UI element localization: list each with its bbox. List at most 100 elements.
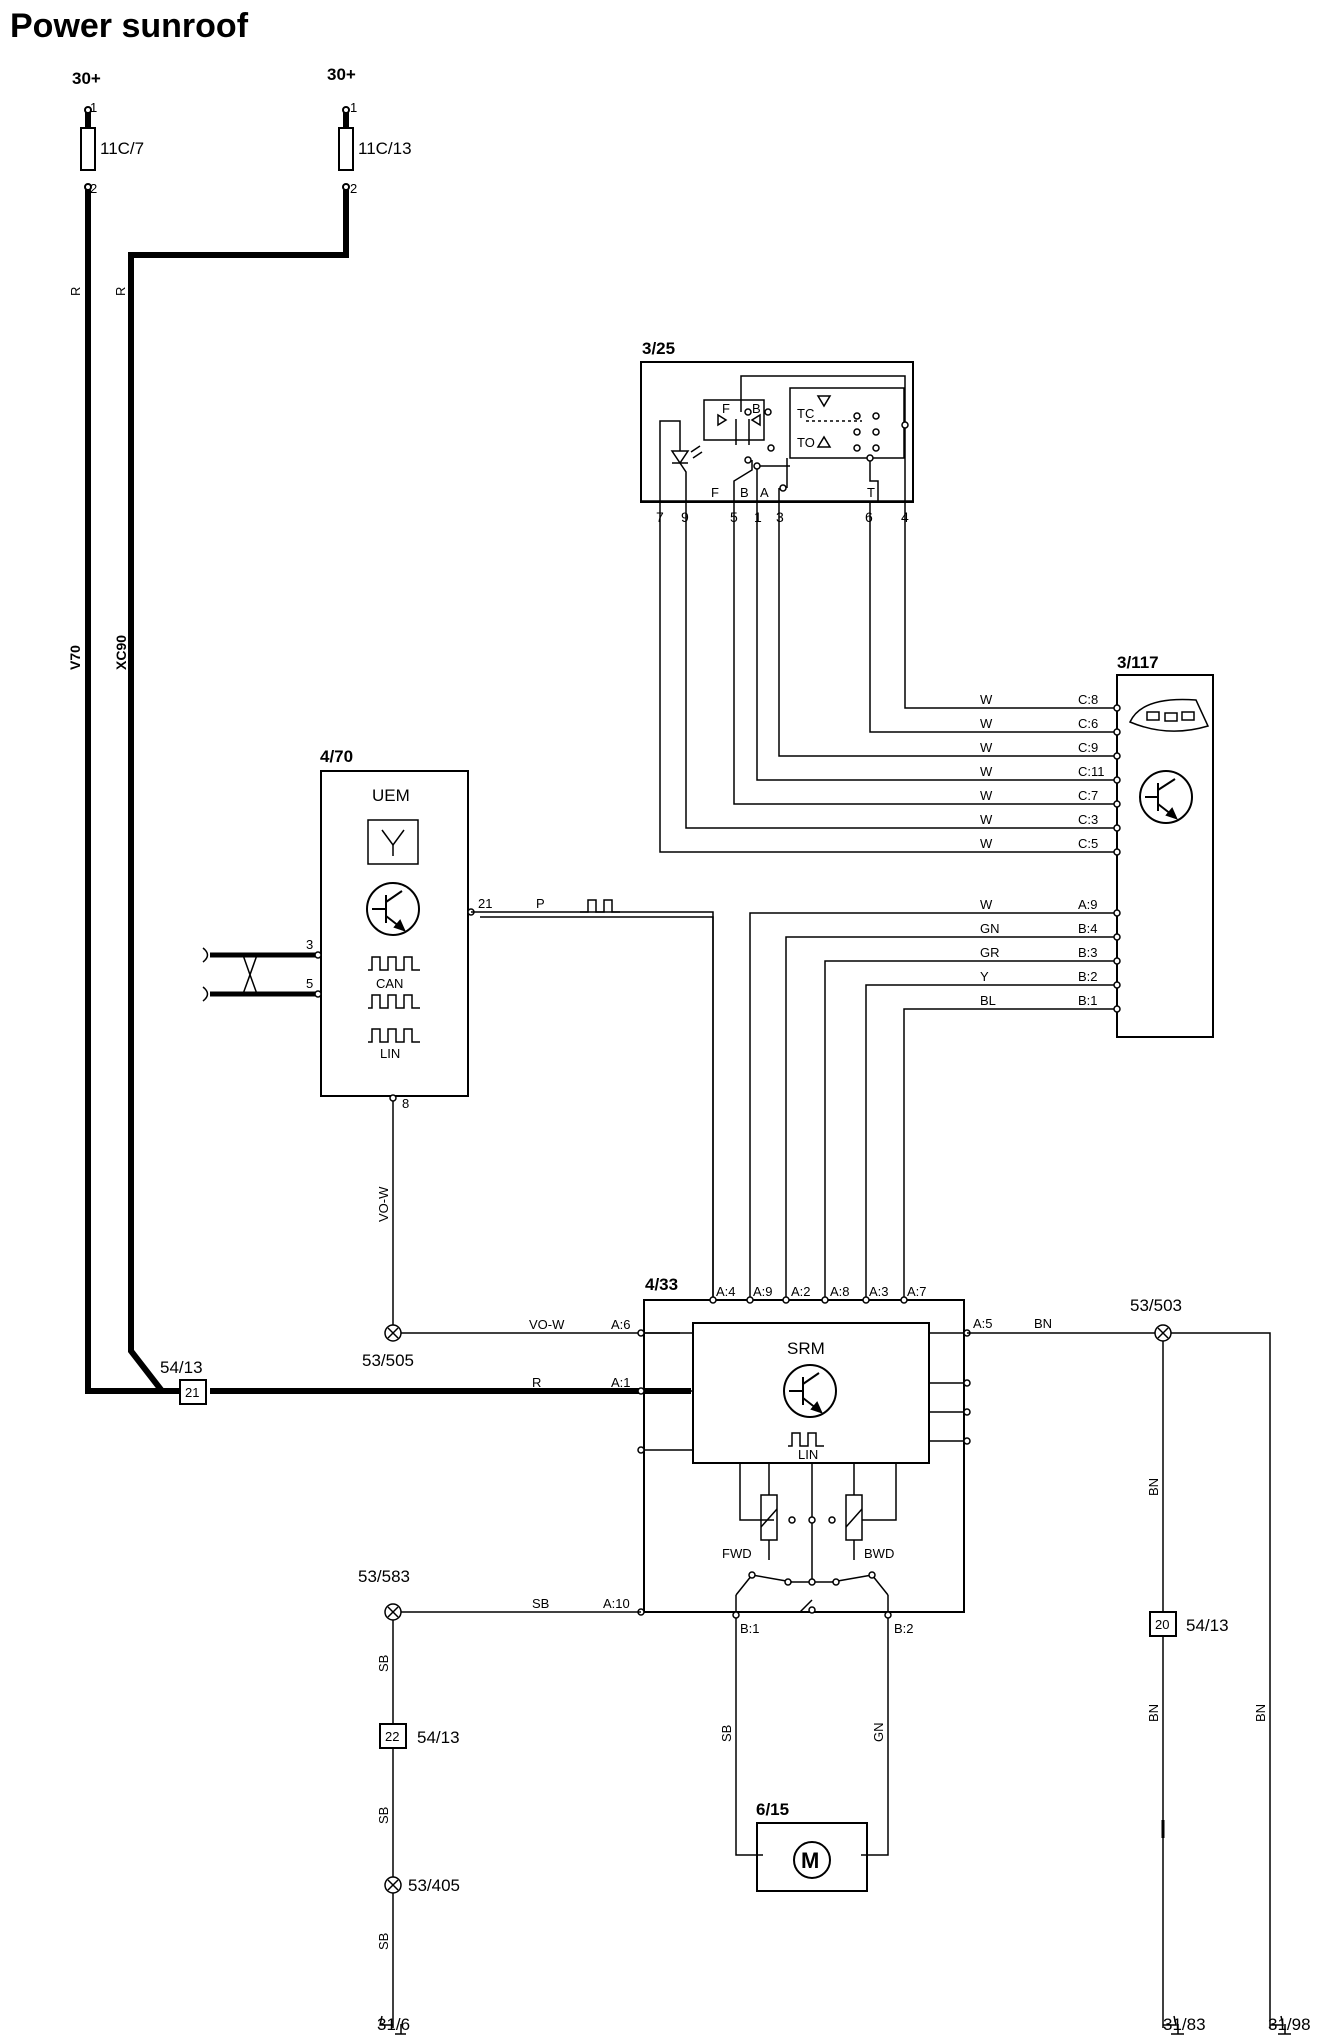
ground-31-6-label: 31/6 xyxy=(377,2015,410,2034)
uem-id: 4/70 xyxy=(320,747,353,766)
module-pin-label: C:7 xyxy=(1078,788,1098,803)
switch-inner-f: F xyxy=(722,401,730,416)
srm-harness xyxy=(480,912,1114,1300)
wire-color-label: W xyxy=(980,716,993,731)
splice-53-405-label: 53/405 xyxy=(408,1876,460,1895)
srm-pin-a1: A:1 xyxy=(611,1375,631,1390)
uem-can-label: CAN xyxy=(376,976,403,991)
wire-r-1: R xyxy=(68,287,83,296)
transistor-icon-srm xyxy=(783,1364,837,1418)
switch-pin: 5 xyxy=(730,509,738,525)
wire-color-label: Y xyxy=(980,969,989,984)
wire-gn-motor: GN xyxy=(871,1723,886,1743)
motor-sb-wire xyxy=(735,1643,763,1856)
ground-symbol-31-83 xyxy=(1163,2015,1184,2035)
fuse-left-label: 11C/7 xyxy=(100,139,144,158)
srm-lin-label: LIN xyxy=(798,1447,818,1462)
srm-top-pin: A:4 xyxy=(716,1284,736,1299)
switch-3-25-id: 3/25 xyxy=(642,339,675,358)
supply-right-label: 30+ xyxy=(327,65,356,84)
module-3-117-id: 3/117 xyxy=(1117,653,1159,672)
can-bus-twisted-pair xyxy=(210,952,318,997)
lin-signal-icon-srm xyxy=(788,1432,824,1447)
wire-sb-h: SB xyxy=(532,1596,549,1611)
variant-v70: V70 xyxy=(67,645,83,670)
wire-sb-3: SB xyxy=(376,1933,391,1950)
wire-color-label: W xyxy=(980,788,993,803)
srm-top-pin: A:7 xyxy=(907,1284,927,1299)
switch-pin: 7 xyxy=(656,509,664,525)
ground-31-98-label: 31/98 xyxy=(1268,2015,1311,2034)
switch-pin: 4 xyxy=(901,509,909,525)
connector-54-13-label: 54/13 xyxy=(160,1358,203,1377)
wire-sb-2: SB xyxy=(376,1807,391,1824)
module-pin-label: C:6 xyxy=(1078,716,1098,731)
fuse-right-label: 11C/13 xyxy=(358,139,412,158)
wire-r-2: R xyxy=(113,287,128,296)
srm-module-4-33 xyxy=(692,1322,930,1464)
module-pin-label: C:5 xyxy=(1078,836,1098,851)
p-wire xyxy=(471,911,714,1300)
splice-53-503-label: 53/503 xyxy=(1130,1296,1182,1315)
wire-bn-2: BN xyxy=(1146,1704,1161,1722)
switch-inner-b: B xyxy=(752,401,761,416)
uem-lin-label: LIN xyxy=(380,1046,400,1061)
module-pin-label: C:3 xyxy=(1078,812,1098,827)
uem-pin-21: 21 xyxy=(478,896,492,911)
srm-pin-b2: B:2 xyxy=(894,1621,914,1636)
wire-color-label: W xyxy=(980,692,993,707)
pulse-signal-icon xyxy=(580,899,620,913)
srm-top-pin: A:2 xyxy=(791,1284,811,1299)
wire-color-label: BL xyxy=(980,993,996,1008)
bn-wire xyxy=(967,1332,1271,2028)
wire-r-h: R xyxy=(532,1375,541,1390)
switch-inner-to: TO xyxy=(797,435,815,450)
wire-sb-1: SB xyxy=(376,1655,391,1672)
module-pin-label: C:11 xyxy=(1078,764,1105,779)
uem-pin-8: 8 xyxy=(402,1096,409,1111)
wire-p: P xyxy=(536,896,545,911)
can-signal-icon xyxy=(368,956,420,1009)
wire-color-label: GR xyxy=(980,945,1000,960)
connector-54-13-right-label: 54/13 xyxy=(1186,1616,1229,1635)
supply-right-pin1: 1 xyxy=(350,100,357,115)
switch-pin: 9 xyxy=(681,509,689,525)
wire-color-label: W xyxy=(980,812,993,827)
control-module-3-117 xyxy=(1116,674,1214,1038)
switch-inner-tc: TC xyxy=(797,406,814,421)
srm-top-pin: A:3 xyxy=(869,1284,889,1299)
splice-53-505-label: 53/505 xyxy=(362,1351,414,1370)
ground-symbol-31-98 xyxy=(1270,2015,1291,2035)
transistor-icon-3-117 xyxy=(1139,770,1193,824)
motor-id: 6/15 xyxy=(756,1800,789,1819)
led-icon xyxy=(670,445,703,465)
switch-pos-b: B xyxy=(740,485,749,500)
motor-symbol: M xyxy=(801,1848,819,1873)
connector-54-13-pin22 xyxy=(379,1723,407,1749)
srm-pin-a10: A:10 xyxy=(603,1596,630,1611)
wire-color-label: W xyxy=(980,740,993,755)
variant-xc90: XC90 xyxy=(113,635,129,670)
switch-pin: 1 xyxy=(754,509,762,525)
srm-top-pin: A:8 xyxy=(830,1284,850,1299)
wire-color-label: GN xyxy=(980,921,1000,936)
srm-id: 4/33 xyxy=(645,1275,678,1294)
splice-53-505 xyxy=(384,1324,402,1342)
connector-54-13-mid-pin: 22 xyxy=(385,1729,399,1744)
connector-54-13-pin20 xyxy=(1149,1611,1177,1637)
motor-box-6-15 xyxy=(756,1822,868,1892)
switch-pos-t: T xyxy=(867,485,875,500)
splice-53-583 xyxy=(384,1603,402,1621)
switch-panel-3-25 xyxy=(640,361,914,503)
module-pin-label: B:4 xyxy=(1078,921,1098,936)
wire-color-label: W xyxy=(980,836,993,851)
motor-gn-wire xyxy=(861,1643,889,1856)
wire-vo-w-h: VO-W xyxy=(529,1317,565,1332)
srm-pin-b1: B:1 xyxy=(740,1621,760,1636)
uem-pin-3: 3 xyxy=(306,937,313,952)
splice-53-503 xyxy=(1154,1324,1172,1342)
feed-xc90-wire xyxy=(128,110,349,1393)
wire-bn-h: BN xyxy=(1034,1316,1052,1331)
switch-pos-a: A xyxy=(760,485,769,500)
srm-relay-fwd: FWD xyxy=(722,1546,752,1561)
